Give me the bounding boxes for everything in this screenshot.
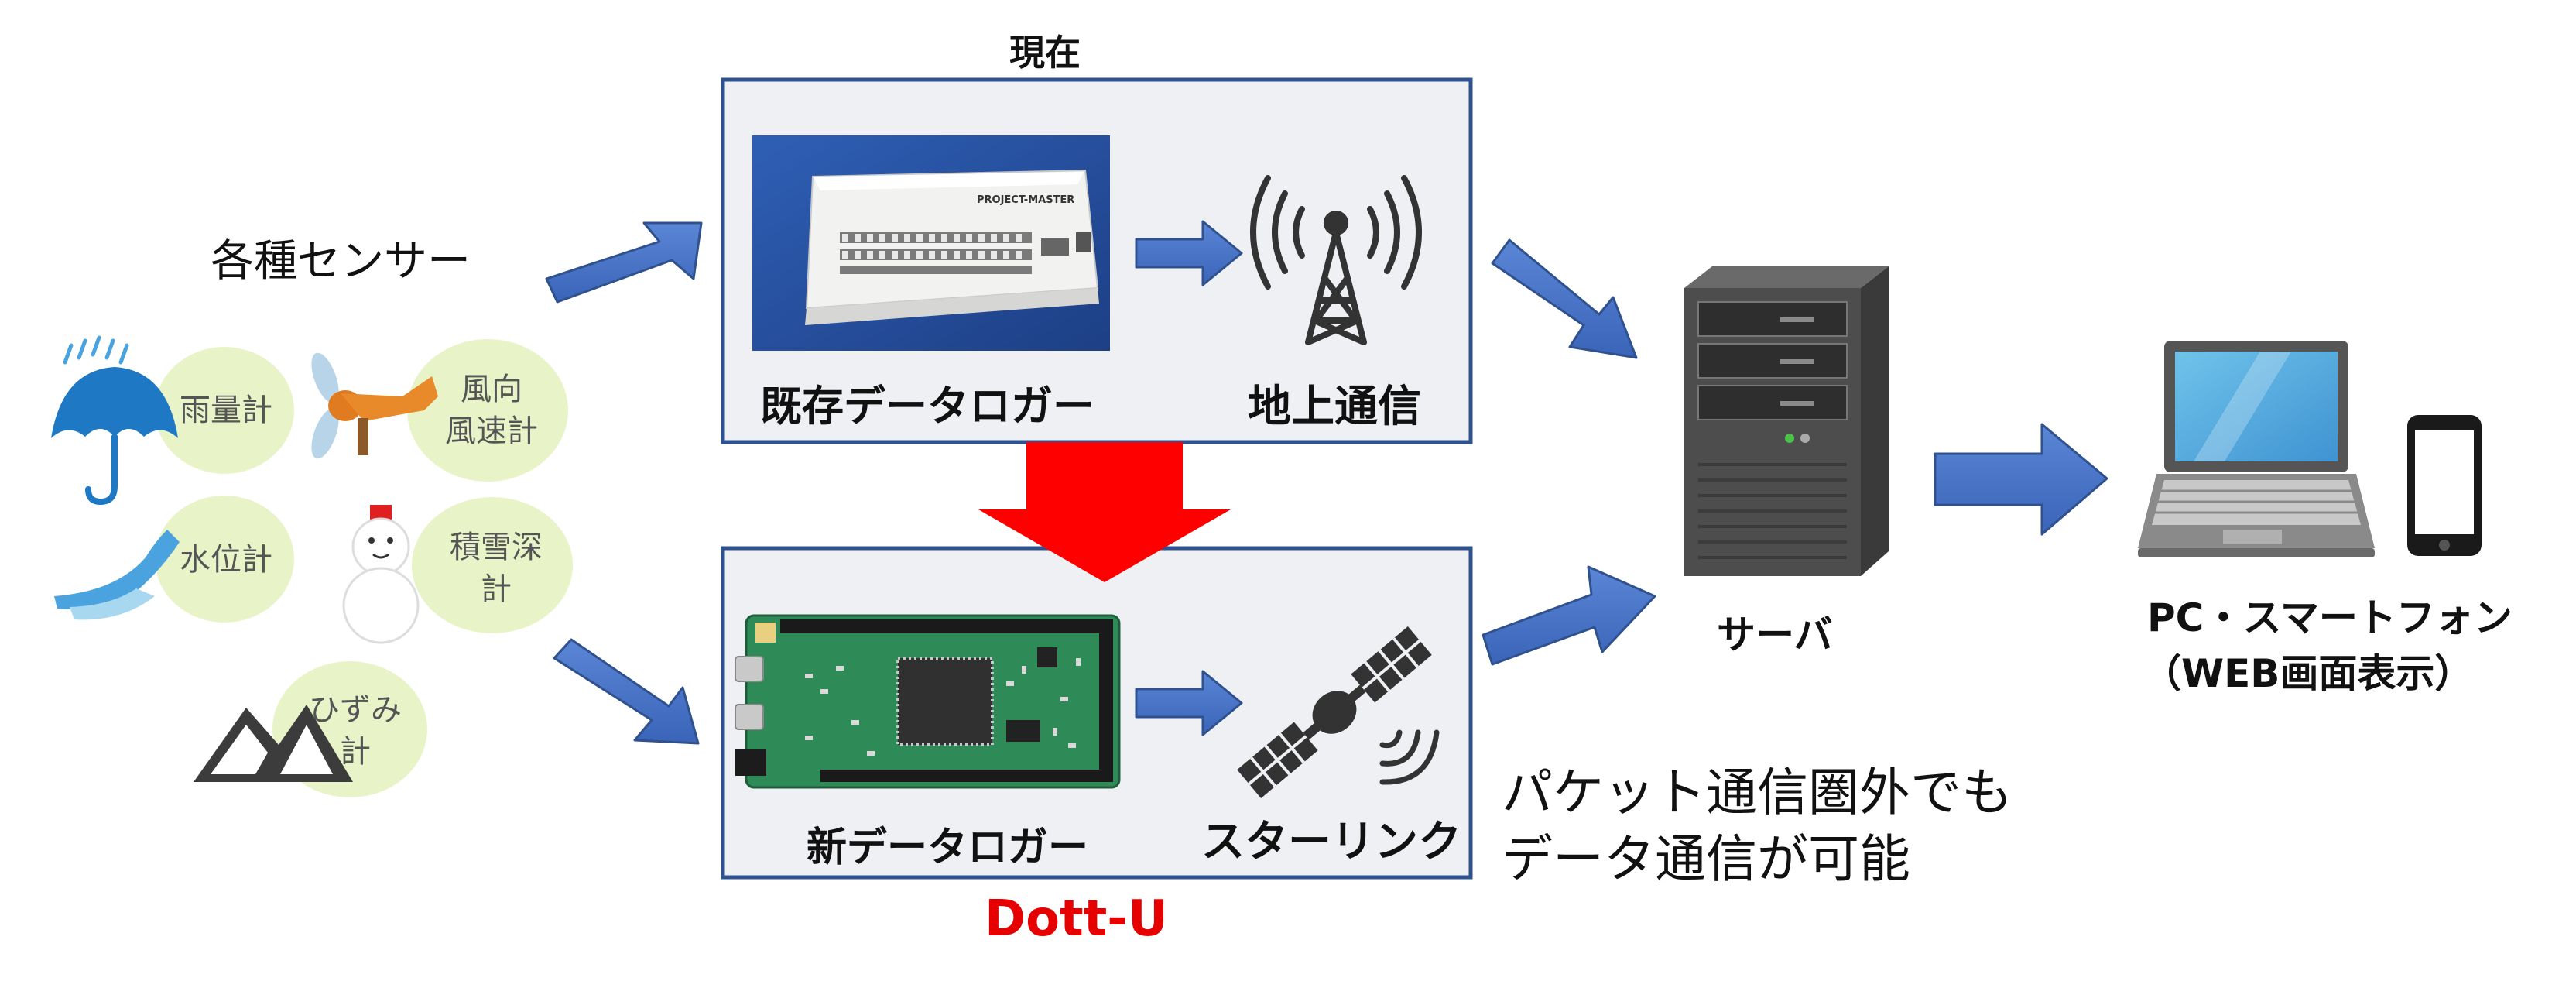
arrow-logger-to-satellite bbox=[1135, 670, 1243, 736]
wind-sensor-label-line1: 風向 bbox=[461, 372, 522, 407]
rain-gauge-label: 雨量計 bbox=[180, 393, 272, 428]
bubble-water bbox=[155, 496, 294, 623]
arrow-upgrade bbox=[978, 442, 1231, 582]
new-logger-board bbox=[735, 614, 1121, 789]
water-level-icon bbox=[54, 530, 180, 620]
laptop-icon bbox=[2138, 341, 2375, 557]
arrow-sensors-to-new bbox=[553, 638, 700, 745]
arrow-server-to-devices bbox=[1934, 423, 2108, 536]
snow-depth-label-line1: 積雪深 bbox=[450, 530, 543, 565]
arrow-existing-to-server bbox=[1491, 238, 1638, 359]
water-level-label: 水位計 bbox=[180, 542, 272, 578]
server-label: サーバ bbox=[1717, 612, 1833, 657]
snowman-icon bbox=[342, 505, 420, 644]
devices-label-line2: （WEB画面表示） bbox=[2143, 651, 2474, 696]
wind-sensor-label-line2: 風速計 bbox=[445, 413, 538, 449]
satellite-icon bbox=[1237, 626, 1440, 798]
note-line1: パケット通信圏外でも bbox=[1502, 763, 2012, 822]
sensor-bubbles bbox=[155, 339, 573, 797]
snow-depth-label-line2: 計 bbox=[481, 571, 512, 607]
bubble-rain bbox=[155, 347, 294, 474]
devices-label-line1: PC・スマートフォン bbox=[2147, 595, 2513, 640]
bubble-wind bbox=[407, 339, 568, 482]
smartphone-icon bbox=[2407, 415, 2482, 556]
server-icon bbox=[1684, 266, 1889, 576]
note-line2: データ通信が可能 bbox=[1502, 829, 1910, 889]
new-logger-label: 新データロガー bbox=[807, 825, 1089, 871]
arrow-sensors-to-existing bbox=[545, 221, 703, 304]
radio-tower-icon bbox=[1250, 175, 1422, 345]
arrow-logger-to-antenna bbox=[1135, 220, 1243, 286]
sensors-title: 各種センサー bbox=[211, 236, 471, 286]
device-brand-label: PROJECT-MASTER bbox=[977, 194, 1074, 206]
existing-logger-photo: PROJECT-MASTER bbox=[752, 135, 1110, 351]
current-title: 現在 bbox=[1009, 32, 1081, 74]
arrow-new-to-server bbox=[1482, 565, 1656, 666]
strain-gauge-label-line1: ひずみ bbox=[309, 692, 402, 728]
umbrella-icon bbox=[51, 335, 178, 506]
product-name: Dott-U bbox=[985, 890, 1168, 948]
strain-gauge-label-line2: 計 bbox=[340, 734, 371, 770]
mountain-icon bbox=[194, 705, 353, 782]
starlink-label: スターリンク bbox=[1201, 817, 1461, 867]
ground-comm-label: 地上通信 bbox=[1248, 382, 1421, 432]
existing-logger-label: 既存データロガー bbox=[760, 382, 1094, 430]
bubble-snow bbox=[412, 497, 573, 633]
wind-vane-icon bbox=[311, 352, 438, 459]
